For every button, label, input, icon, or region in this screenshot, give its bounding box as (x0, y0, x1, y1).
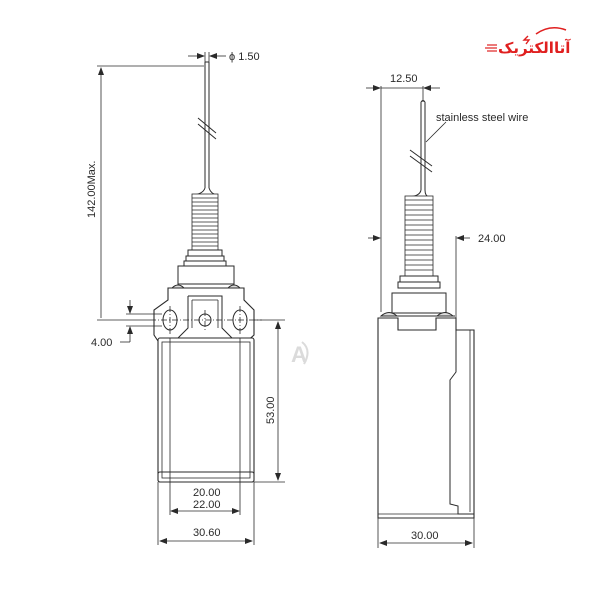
front-view (150, 61, 262, 483)
side-dimensions: 12.50 stainless steel wire 24.00 30.00 (366, 73, 528, 548)
spring-coil (191, 193, 219, 251)
front-dimensions: ϕ 1.50 142.00Max. 4.00 53.00 20.00 22.00… (86, 51, 285, 545)
dim-head-width: 24.00 (478, 233, 506, 245)
label-stainless-steel-wire: stainless steel wire (436, 112, 528, 124)
dim-overall-width: 30.60 (193, 527, 221, 539)
dim-wire-diameter: ϕ 1.50 (229, 51, 260, 63)
side-view (377, 86, 475, 519)
dim-wire-offset: 12.50 (390, 73, 418, 85)
watermark-letter: A (291, 342, 307, 367)
dim-overall-height: 142.00Max. (86, 161, 98, 218)
dim-overall-depth: 30.00 (411, 530, 439, 542)
dim-body-height: 53.00 (265, 396, 277, 424)
dim-inner-width-2: 22.00 (193, 499, 221, 511)
watermark: A (291, 341, 309, 367)
logo-text: آتاالکتریک (498, 39, 571, 57)
spring-coil-side (404, 195, 434, 277)
dim-mount-offset: 4.00 (91, 337, 112, 349)
dim-inner-width-1: 20.00 (193, 487, 221, 499)
brand-logo: آتاالکتریک (485, 26, 571, 57)
